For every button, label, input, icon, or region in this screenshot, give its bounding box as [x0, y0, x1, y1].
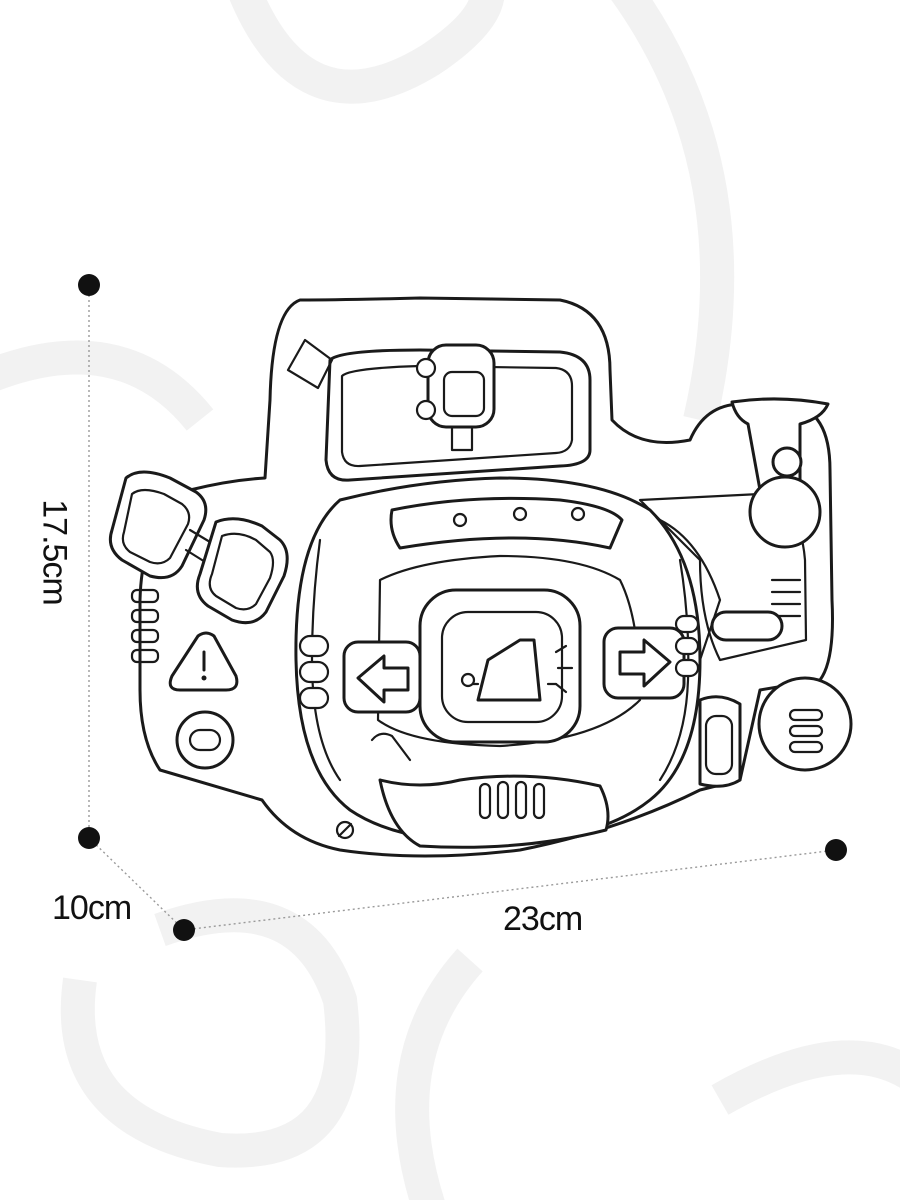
height-dimension-label: 17.5cm [35, 499, 74, 605]
dimension-point-top [78, 274, 100, 296]
top-handle-notch [286, 338, 334, 390]
dimension-point-bottom-left [78, 827, 100, 849]
left-mirror [108, 470, 208, 580]
right-arrow-icon [618, 638, 672, 688]
left-arrow-icon [356, 654, 410, 704]
horn-ball [748, 475, 822, 549]
wheel-top-band [389, 496, 624, 550]
bell-icon [460, 638, 574, 702]
left-round-button [175, 710, 235, 770]
dimension-point-front-right [825, 839, 847, 861]
wheel-bottom-grip [378, 774, 610, 849]
horn-trumpet [730, 397, 830, 494]
right-round-dial [757, 676, 853, 772]
windshield-inner [340, 364, 574, 468]
right-slot-button [710, 610, 784, 642]
dimension-point-front-left [173, 919, 195, 941]
depth-dimension-label: 10cm [52, 889, 132, 927]
width-dimension-label: 23cm [503, 900, 583, 938]
